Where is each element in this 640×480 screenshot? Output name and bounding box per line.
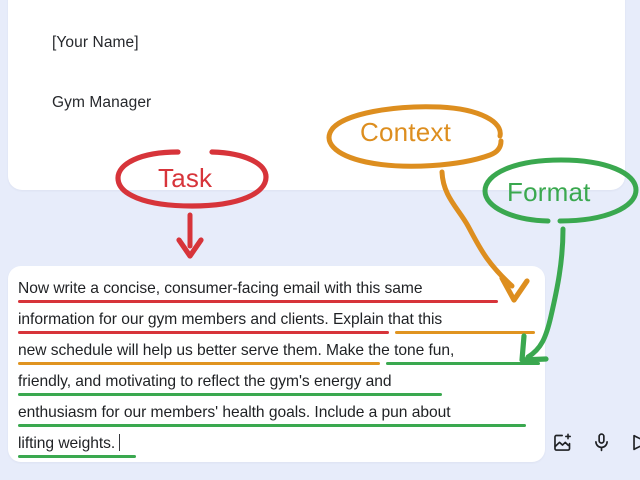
add-image-icon[interactable] [552,432,573,453]
underline-green [18,393,442,396]
send-icon[interactable] [630,432,640,453]
prompt-line-text: Now write a concise, consumer-facing ema… [18,280,423,297]
underline-orange [395,331,535,334]
underline-green [386,362,540,365]
prompt-line: lifting weights. [18,430,546,461]
signature-card: [Your Name] Gym Manager [8,0,625,190]
annotation-label-context: Context [360,117,452,147]
prompt-line: enthusiasm for our members' health goals… [18,399,546,430]
underline-green [18,455,136,458]
microphone-icon[interactable] [591,432,612,453]
underline-green [18,424,526,427]
task-arrow-head [176,237,204,259]
underline-red [18,331,389,334]
prompt-line: new schedule will help us better serve t… [18,337,546,368]
prompt-text-body[interactable]: Now write a concise, consumer-facing ema… [18,275,546,461]
composer-toolbar [552,432,640,453]
signature-name-line: [Your Name] [52,34,139,51]
signature-role-line: Gym Manager [52,94,152,111]
prompt-line: friendly, and motivating to reflect the … [18,368,546,399]
prompt-line: Now write a concise, consumer-facing ema… [18,275,546,306]
prompt-line: information for our gym members and clie… [18,306,546,337]
prompt-line-text: information for our gym members and clie… [18,311,443,328]
prompt-input-card[interactable]: Now write a concise, consumer-facing ema… [8,266,545,462]
prompt-line-text: lifting weights. [18,435,116,452]
underline-orange [18,362,380,365]
underline-red [18,300,498,303]
prompt-line-text: enthusiasm for our members' health goals… [18,404,451,421]
annotation-label-task: Task [158,163,213,193]
text-caret [119,434,121,451]
annotation-label-format: Format [507,177,591,207]
prompt-line-text: new schedule will help us better serve t… [18,342,455,359]
prompt-line-text: friendly, and motivating to reflect the … [18,373,392,390]
